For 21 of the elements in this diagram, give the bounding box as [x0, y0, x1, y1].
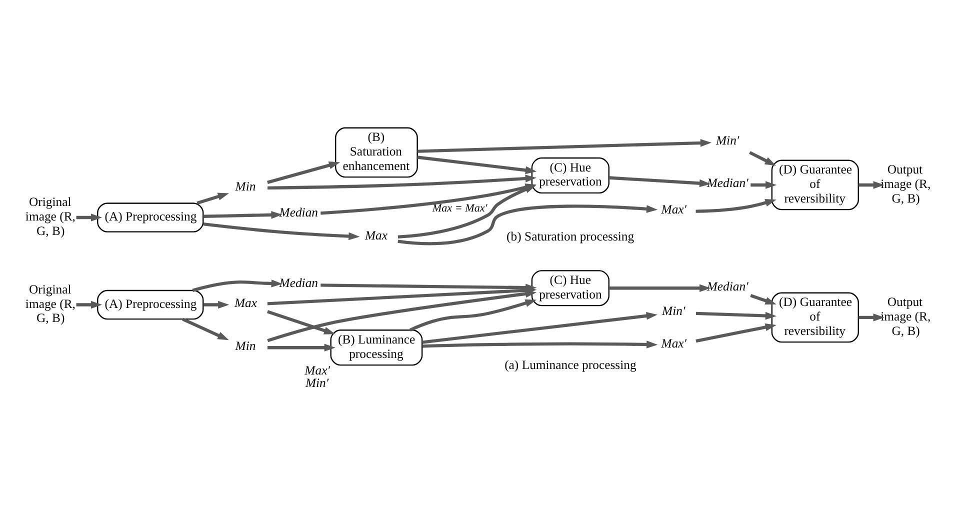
node-text: Min [235, 179, 256, 194]
node-text: Max [364, 228, 388, 243]
edge-label: Max = Max′ [432, 202, 488, 214]
label: (a) Luminance processing [504, 358, 636, 372]
node-text: Original image (R, G, B) [25, 282, 76, 326]
node-text: Original image (R, G, B) [25, 195, 76, 238]
node-text: Output image (R, G, B) [880, 295, 931, 338]
node-text: Max′ [661, 202, 687, 216]
node-text: Max [234, 296, 258, 310]
node-text: Median [279, 206, 318, 220]
node-text: Min′ [662, 304, 686, 318]
node-label: Max′ [304, 363, 330, 378]
node-text: Median [279, 276, 318, 290]
node-text: Median′ [706, 279, 748, 294]
node-text: Median′ [706, 176, 748, 190]
node-text: Min′ [716, 133, 740, 148]
label: (b) Saturation processing [506, 229, 634, 244]
node-text: Output image (R, G, B) [880, 162, 931, 206]
node-label: Min′ [305, 376, 329, 390]
node-text: Min [235, 338, 256, 353]
node-text: Max′ [661, 336, 687, 350]
